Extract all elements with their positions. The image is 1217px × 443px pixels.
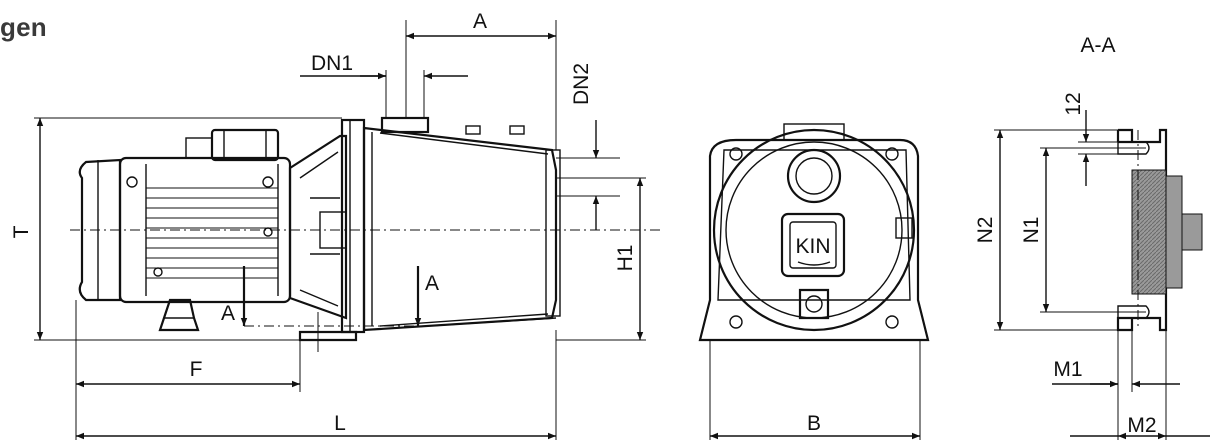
dimension-labels: A DN1 DN2 T H1 A A F L B A-A 12 N2 N1 M1… [10,10,1157,437]
dim-label-n2: N2 [974,217,997,244]
pump-body [362,126,558,332]
section-marker-a-right: A [425,272,439,295]
motor-cooling-fins [146,187,278,279]
section-view [994,110,1210,440]
motor-fan-cover [78,158,122,302]
dim-label-l: L [334,412,346,435]
side-view-dimensions [34,20,660,440]
section-title: A-A [1080,34,1115,57]
motor-foot [158,298,200,332]
dim-label-n1: N1 [1020,217,1043,244]
pump-volute [712,128,916,332]
logo-plate [780,212,846,278]
side-view [78,116,561,352]
dim-label-dn2: DN2 [570,63,593,105]
dim-label-m1: M1 [1053,358,1082,381]
dim-label-f: F [190,358,203,381]
front-view: KIN [698,123,930,440]
dim-label-m2: M2 [1127,414,1156,437]
pump-housing-front [698,138,930,342]
section-marker-a-left: A [221,302,235,325]
dim-label-h1: H1 [614,245,637,272]
suction-port [380,116,430,134]
pump-adapter [288,134,348,320]
logo-text: KIN [795,235,830,258]
page-heading: gen [0,12,47,42]
section-hatch [1131,169,1167,295]
drain-plug [798,288,830,320]
dim-label-dn1: DN1 [311,52,353,75]
discharge-port [786,148,842,204]
pump-base [298,330,358,342]
dim-label-t: T [10,225,33,238]
dim-label-b: B [807,412,821,435]
dim-label-a-top: A [473,10,487,33]
dim-label-12: 12 [1062,92,1085,115]
terminal-box [210,128,280,162]
